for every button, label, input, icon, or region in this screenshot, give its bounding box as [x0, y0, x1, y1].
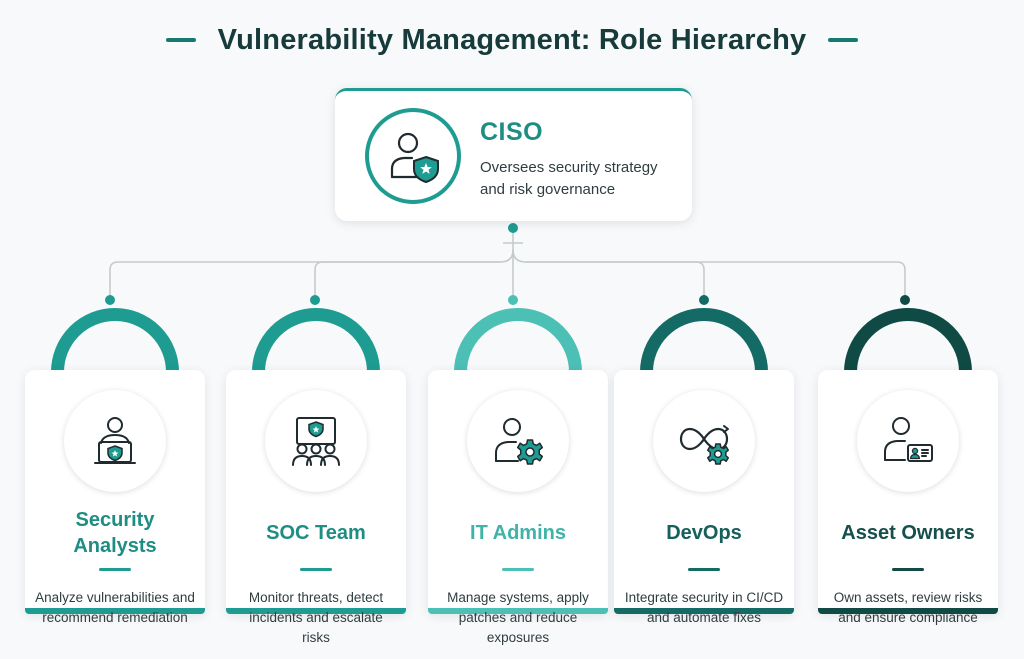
- user-shield-icon: [390, 132, 439, 184]
- soc-team-monitor-icon: [292, 417, 340, 466]
- title-row: Vulnerability Management: Role Hierarchy: [0, 22, 1024, 58]
- role-divider: [688, 568, 720, 571]
- role-arch: [844, 308, 972, 372]
- role-arch: [640, 308, 768, 372]
- role-arch: [454, 308, 582, 372]
- role-security-analysts: Security Analysts Analyze vulnerabilitie…: [25, 300, 205, 625]
- role-devops: DevOps Integrate security in CI/CD and a…: [614, 300, 794, 625]
- role-description: Own assets, review risks and ensure comp…: [833, 590, 983, 625]
- role-it-admins: IT Admins Manage systems, apply patches …: [428, 300, 608, 645]
- role-description: Manage systems, apply patches and reduce…: [447, 590, 589, 645]
- role-divider: [300, 568, 332, 571]
- role-soc-team: SOC Team Monitor threats, detect inciden…: [226, 300, 406, 645]
- role-description: Integrate security in CI/CD and automate…: [624, 590, 784, 625]
- role-icon-circle: [265, 390, 367, 492]
- connector-security-analysts: [109, 249, 514, 300]
- ciso-icon-circle: [365, 108, 461, 204]
- asset-owner-id-card-icon: [884, 417, 933, 462]
- title-dash-left: [165, 38, 196, 42]
- role-name: DevOps: [666, 522, 742, 544]
- role-name: Asset Owners: [841, 522, 975, 544]
- devops-infinity-gear-icon: [679, 425, 730, 465]
- connector-node-root: [508, 223, 518, 233]
- role-divider: [99, 568, 131, 571]
- ciso-card: CISO Oversees security strategy and risk…: [335, 88, 692, 221]
- connector-asset-owners: [512, 249, 906, 300]
- role-card: Asset Owners Own assets, review risks an…: [818, 370, 998, 625]
- role-card: IT Admins Manage systems, apply patches …: [428, 370, 608, 645]
- role-description: Analyze vulnerabilities and recommend re…: [35, 590, 195, 625]
- role-icon-circle: [857, 390, 959, 492]
- analyst-laptop-shield-icon: [94, 417, 136, 464]
- role-divider: [892, 568, 924, 571]
- role-name: SOC Team: [266, 522, 366, 544]
- connector-soc-team: [314, 261, 500, 300]
- role-name: IT Admins: [470, 522, 566, 544]
- ciso-title: CISO: [480, 118, 544, 146]
- role-card: Security Analysts Analyze vulnerabilitie…: [25, 370, 205, 625]
- role-divider: [502, 568, 534, 571]
- role-icon-circle: [64, 390, 166, 492]
- role-icon-circle: [467, 390, 569, 492]
- role-icon-circle: [653, 390, 755, 492]
- role-card: DevOps Integrate security in CI/CD and a…: [614, 370, 794, 625]
- title-dash-right: [828, 38, 859, 42]
- role-asset-owners: Asset Owners Own assets, review risks an…: [818, 300, 998, 625]
- page-title: Vulnerability Management: Role Hierarchy: [217, 23, 807, 56]
- admin-gear-icon: [495, 418, 544, 465]
- role-arch: [252, 308, 380, 372]
- connector-devops: [526, 261, 705, 300]
- role-arch: [51, 308, 179, 372]
- role-name: Security Analysts: [73, 509, 157, 557]
- ciso-description: Oversees security strategy and risk gove…: [480, 159, 658, 198]
- role-card: SOC Team Monitor threats, detect inciden…: [226, 370, 406, 645]
- role-description: Monitor threats, detect incidents and es…: [248, 590, 384, 645]
